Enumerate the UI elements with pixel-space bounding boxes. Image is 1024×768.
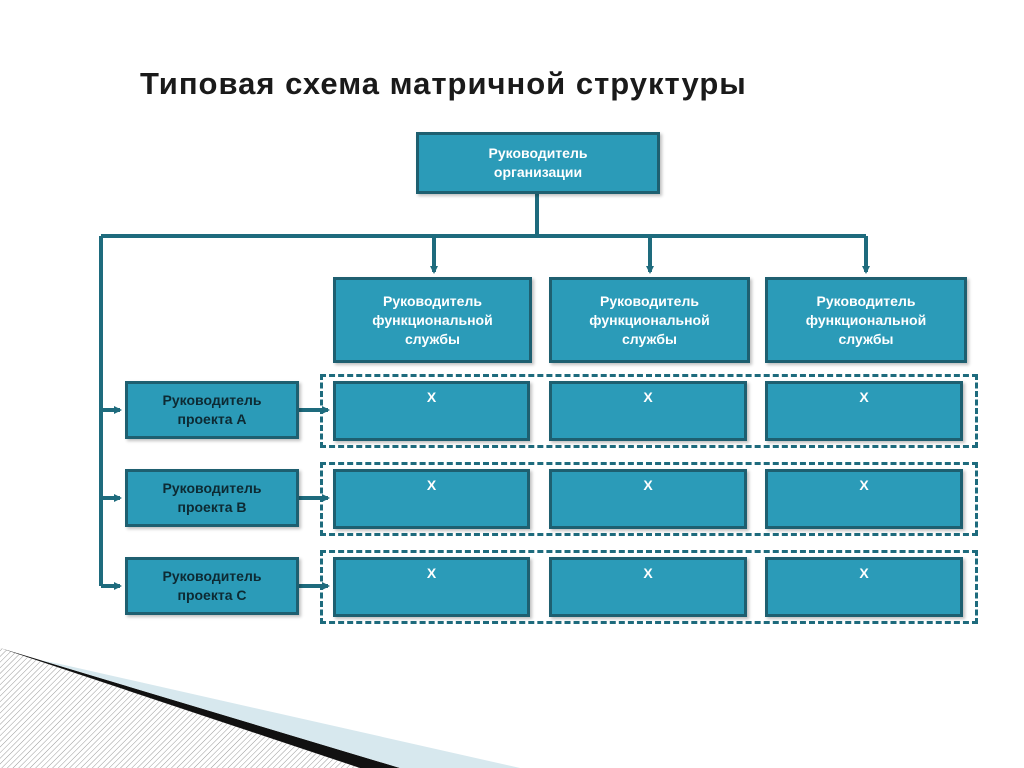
cell-mark: Х [643,389,653,405]
functional-head-line1: Руководитель [383,292,482,309]
org-head-label-line2: организации [493,164,583,180]
functional-head-box-1: Руководитель функциональной службы [333,277,532,363]
project-row-frame-c [320,550,978,624]
project-head-box-c: Руководитель проекта С [125,557,299,615]
project-head-box-b: Руководитель проекта В [125,469,299,527]
cell-mark: Х [426,389,437,405]
project-head-line1: Руководитель [162,392,262,408]
project-head-line1: Руководитель [162,568,262,584]
functional-head-line2: функциональной [589,311,710,328]
matrix-cell: Х [549,469,747,529]
matrix-cell: Х [765,469,963,529]
cell-mark: Х [859,389,869,405]
functional-head-line3: службы [838,330,894,347]
matrix-cell: Х [765,557,963,617]
matrix-cell: Х [765,381,963,441]
functional-head-box-3: Руководитель функциональной службы [765,277,967,363]
cell-mark: Х [643,565,653,581]
functional-head-line3: службы [405,330,460,347]
org-head-box: Руководитель организации [416,132,660,194]
cell-mark: Х [859,477,869,493]
cell-mark: Х [426,565,437,581]
functional-head-line2: функциональной [372,311,493,328]
cell-mark: Х [643,477,653,493]
matrix-cell: Х [549,557,747,617]
project-head-box-a: Руководитель проекта А [125,381,299,439]
project-row-frame-a [320,374,978,448]
page-title: Типовая схема матричной структуры [140,66,747,101]
cell-mark: Х [859,565,869,581]
matrix-cell: Х [333,469,530,529]
functional-head-line2: функциональной [805,311,927,328]
project-row-frame-b [320,462,978,536]
matrix-cell: Х [333,381,530,441]
functional-head-line3: службы [622,330,677,347]
functional-head-line1: Руководитель [816,292,916,309]
project-head-line1: Руководитель [162,480,262,496]
project-head-line2: проекта В [177,499,247,515]
org-head-label-line1: Руководитель [488,145,588,161]
functional-head-line1: Руководитель [600,292,699,309]
cell-mark: Х [426,477,437,493]
project-head-line2: проекта С [177,587,247,603]
matrix-cell: Х [549,381,747,441]
functional-head-box-2: Руководитель функциональной службы [549,277,750,363]
project-head-line2: проекта А [177,411,247,427]
matrix-cell: Х [333,557,530,617]
